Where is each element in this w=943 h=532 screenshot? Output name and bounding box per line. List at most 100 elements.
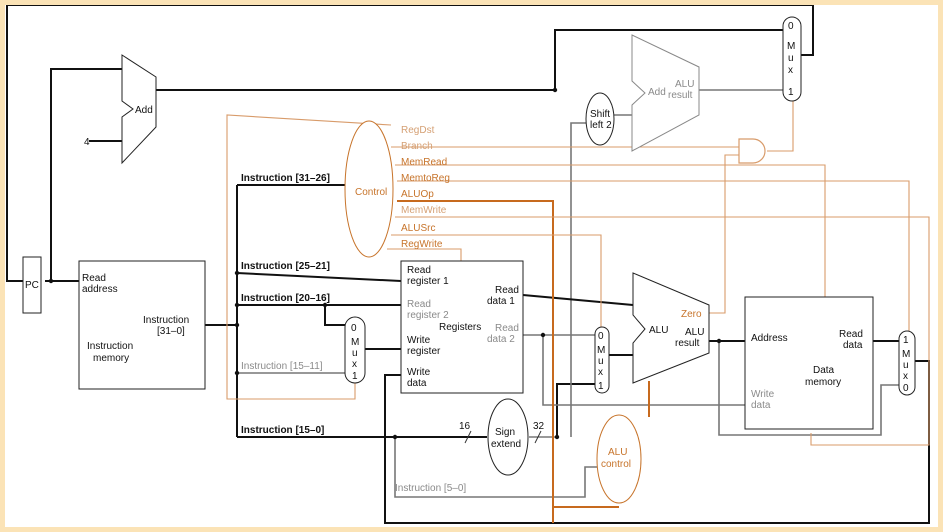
pc-register	[22, 256, 42, 314]
alu-control-unit	[596, 414, 642, 504]
sig-memread: MemRead	[401, 157, 447, 168]
dmem-address: Address	[751, 333, 788, 344]
rs-wire	[236, 272, 402, 282]
regdst-line	[226, 114, 392, 400]
field-5-0: Instruction [5–0]	[395, 483, 466, 494]
sign-out-slash	[534, 430, 542, 444]
sign-in-slash	[464, 430, 472, 444]
rt-to-mux-wire	[324, 305, 345, 326]
pc-source-mux	[782, 16, 802, 102]
memtoreg-line	[397, 180, 910, 335]
field-25-21: Instruction [25–21]	[241, 261, 330, 272]
funct-wire	[394, 437, 599, 498]
main-alu	[632, 272, 710, 384]
junction-dots	[48, 87, 722, 440]
alusrc-mux-0: 0	[598, 331, 604, 342]
rd2-to-dmem-wire	[542, 335, 745, 406]
alu-name: ALU	[649, 325, 668, 336]
register-file	[400, 260, 524, 394]
branch-adder-label: Add	[648, 87, 666, 98]
memtoreg-mux-x: x	[903, 371, 908, 382]
regdst-mux-x: x	[352, 359, 357, 370]
memtoreg-mux-u: u	[903, 360, 909, 371]
pc-adder	[121, 54, 157, 165]
dot-bus-rt	[234, 302, 240, 308]
rd1-wire	[522, 294, 634, 306]
pc-mux-u: u	[788, 53, 794, 64]
sig-alusrc: ALUSrc	[401, 223, 435, 234]
memwrite-line	[395, 216, 930, 446]
pc-adder-label: Add	[135, 105, 153, 116]
wires	[6, 5, 930, 524]
field-20-16: Instruction [20–16]	[241, 293, 330, 304]
alusrc-mux-x: x	[598, 367, 603, 378]
memread-line	[395, 164, 826, 305]
pc-to-add-wire	[50, 68, 122, 281]
memtoreg-mux-0: 0	[903, 383, 909, 394]
control-unit	[344, 120, 394, 258]
alu-bypass-wire	[718, 341, 899, 436]
regdst-mux-u: u	[352, 348, 358, 359]
data-memory	[744, 296, 874, 430]
alusrc-mux-1: 1	[598, 381, 604, 392]
branch-adder	[631, 34, 700, 152]
regdst-mux-m: M	[351, 337, 359, 348]
memtoreg-mux	[898, 330, 916, 396]
memtoreg-mux-1: 1	[903, 335, 909, 346]
dot-rd2	[540, 332, 546, 338]
dot-ext	[554, 434, 560, 440]
dot-pc	[48, 278, 54, 284]
sig-regdst: RegDst	[401, 125, 435, 136]
zero-line	[709, 154, 739, 314]
registers-name: Registers	[439, 322, 481, 333]
alusrc-line	[391, 234, 602, 327]
field-15-11: Instruction [15–11]	[241, 361, 323, 372]
imem-instruction-out: Instruction[31–0]	[143, 315, 189, 337]
regdst-mux-0: 0	[351, 323, 357, 334]
sig-memwrite: MemWrite	[401, 205, 447, 216]
aluop-line	[397, 200, 554, 523]
pc-mux-1: 1	[788, 87, 794, 98]
sign-extend-unit	[487, 398, 529, 476]
and-to-mux-line	[767, 101, 794, 152]
regdst-mux	[344, 316, 366, 384]
control-label: Control	[355, 187, 387, 198]
sign-in-bits: 16	[459, 421, 471, 432]
sign-out-bits: 32	[533, 421, 545, 432]
ext-to-shift-wire	[570, 122, 588, 437]
alusrc-mux-u: u	[598, 356, 604, 367]
field-15-0: Instruction [15–0]	[241, 425, 324, 436]
alusrc-mux-m: M	[597, 345, 605, 356]
dot-bus-op	[234, 270, 240, 276]
constant-four: 4	[84, 137, 90, 148]
dot-rt-mux	[322, 302, 328, 308]
regdst-mux-1: 1	[352, 371, 358, 382]
sig-memtoreg: MemtoReg	[401, 173, 450, 184]
dot-alu	[716, 338, 722, 344]
pc-feedback-wire	[6, 5, 814, 282]
pc-mux-x: x	[788, 65, 793, 76]
sig-aluop: ALUOp	[401, 189, 434, 200]
pc-mux-0: 0	[788, 21, 794, 32]
branch-and-gate	[738, 138, 766, 164]
pc4-wire	[156, 29, 632, 91]
sig-regwrite: RegWrite	[401, 239, 443, 250]
shift-left-unit	[585, 92, 615, 146]
alusrc-mux	[594, 326, 610, 394]
